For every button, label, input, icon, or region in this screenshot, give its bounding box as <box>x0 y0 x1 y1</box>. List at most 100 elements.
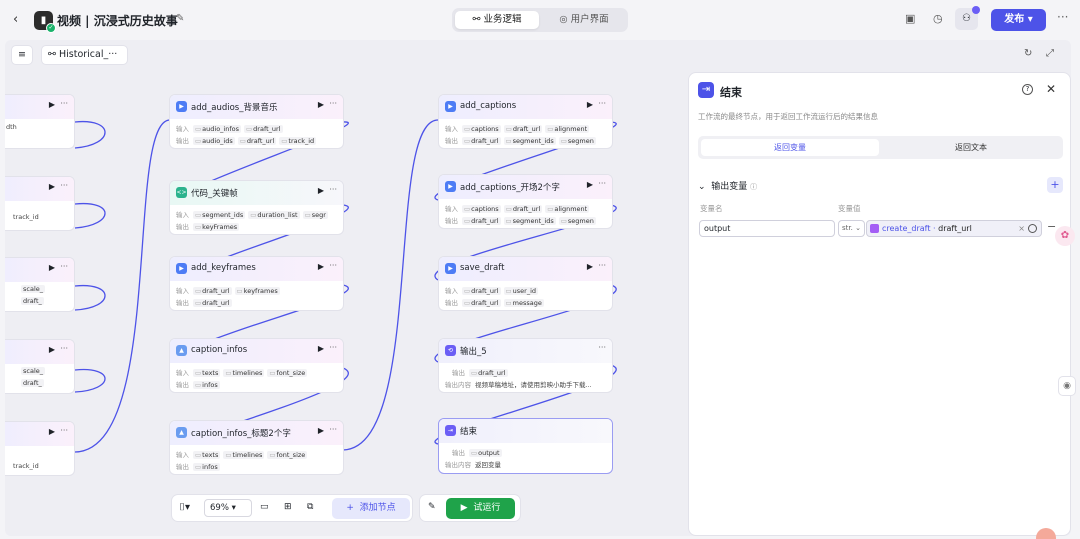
node-inputs: 输入▭texts▭timelines▭font_size <box>176 367 310 377</box>
run-icon[interactable]: ▶ <box>317 262 324 271</box>
tab-return-variable[interactable]: 返回变量 <box>701 139 879 156</box>
breadcrumb[interactable]: ⚯ Historical_··· <box>41 45 128 65</box>
node-add-captions[interactable]: ▶add_captions▶··· 输入▭captions▭draft_url▭… <box>438 94 613 149</box>
library-icon[interactable]: ▣ <box>905 12 916 25</box>
run-icon[interactable]: ▶ <box>48 427 55 436</box>
more-icon[interactable]: ··· <box>1057 10 1069 24</box>
more-icon[interactable]: ··· <box>598 179 606 188</box>
more-icon[interactable]: ··· <box>60 99 68 108</box>
publish-button[interactable]: 发布 ▾ <box>991 9 1046 31</box>
run-icon[interactable]: ▶ <box>48 182 55 191</box>
node-left-1[interactable]: ▶ ··· dth <box>5 94 75 149</box>
add-node-button[interactable]: + 添加节点 <box>332 498 410 519</box>
add-variable-button[interactable]: + <box>1047 177 1063 193</box>
more-icon[interactable]: ··· <box>598 343 606 352</box>
node-save-draft[interactable]: ▶save_draft▶··· 输入▭draft_url▭user_id 输出▭… <box>438 256 613 311</box>
variable-type-select[interactable]: str. ⌄ <box>838 220 865 237</box>
back-icon[interactable]: ‹ <box>13 12 19 27</box>
node-row: draft_ <box>21 297 47 305</box>
run-icon[interactable]: ▶ <box>48 263 55 272</box>
run-icon[interactable]: ▶ <box>48 100 55 109</box>
ref-node: create_draft <box>882 224 931 233</box>
node-row: dth <box>6 123 17 131</box>
node-header: ▶ ··· <box>5 177 74 201</box>
more-icon[interactable]: ··· <box>60 426 68 435</box>
node-add-audios[interactable]: ▶add_audios_背景音乐▶··· 输入▭audio_infos▭draf… <box>169 94 344 149</box>
node-left-4[interactable]: ▶··· scale_ draft_ <box>5 339 75 394</box>
more-icon[interactable]: ··· <box>329 261 337 270</box>
edit-icon[interactable]: ✎ <box>176 13 185 24</box>
zoom-select[interactable]: 69% ▾ <box>204 499 252 517</box>
output-label: 输出 <box>176 137 189 145</box>
node-left-2[interactable]: ▶··· track_id <box>5 176 75 231</box>
float-tool-icon[interactable]: ◉ <box>1058 376 1076 396</box>
run-icon[interactable]: ▶ <box>586 100 593 109</box>
param-chip: ▭draft_url <box>193 287 232 295</box>
sidebar-toggle-button[interactable]: ≡ <box>11 45 33 65</box>
param-chip: ▭keyframes <box>234 287 280 295</box>
debug-icon[interactable]: ✎ <box>428 502 436 512</box>
node-add-captions-opening[interactable]: ▶add_captions_开场2个字▶··· 输入▭captions▭draf… <box>438 174 613 229</box>
run-icon[interactable]: ▶ <box>586 180 593 189</box>
tab-return-text[interactable]: 返回文本 <box>955 143 987 152</box>
node-caption-infos-title[interactable]: ▲caption_infos_标题2个字▶··· 输入▭texts▭timeli… <box>169 420 344 475</box>
param: dth <box>6 123 17 131</box>
node-caption-infos[interactable]: ▲caption_infos▶··· 输入▭texts▭timelines▭fo… <box>169 338 344 393</box>
variable-name-input[interactable]: output <box>699 220 835 237</box>
param-chip: ▭user_id <box>503 287 539 295</box>
minimap-icon[interactable]: ⧉ <box>307 502 314 512</box>
node-end[interactable]: ⇥结束 输出▭output 输出内容返回变量 <box>438 418 613 474</box>
param-chip: ▭texts <box>193 451 221 459</box>
output-label: 输出 <box>452 449 465 457</box>
node-add-keyframes[interactable]: ▶add_keyframes▶··· 输入▭draft_url▭keyframe… <box>169 256 344 311</box>
close-icon[interactable]: ✕ <box>1046 82 1057 96</box>
layout-icon[interactable]: ⊞ <box>284 502 292 512</box>
more-icon[interactable]: ··· <box>329 99 337 108</box>
tab-user-interface[interactable]: ◎ 用户界面 <box>559 14 609 25</box>
more-icon[interactable]: ··· <box>60 181 68 190</box>
run-icon[interactable]: ▶ <box>317 344 324 353</box>
mouse-mode-icon[interactable]: ⌷▾ <box>179 502 191 513</box>
node-title: 输出_5 <box>460 347 487 357</box>
output-label: 输出 <box>445 137 458 145</box>
run-icon[interactable]: ▶ <box>317 186 324 195</box>
more-icon[interactable]: ··· <box>60 344 68 353</box>
param-chip: scale_ <box>21 367 45 375</box>
assistant-float-icon[interactable]: ✿ <box>1055 226 1075 246</box>
param-chip: ▭output <box>469 449 502 457</box>
test-run-button[interactable]: ▶ 试运行 <box>446 498 515 519</box>
more-icon[interactable]: ··· <box>329 425 337 434</box>
clear-icon[interactable]: × <box>1018 224 1025 233</box>
collaborators-button[interactable]: ⚇ <box>955 6 980 30</box>
run-icon[interactable]: ▶ <box>317 100 324 109</box>
tab-business-logic[interactable]: ⚯ 业务逻辑 <box>455 11 539 29</box>
more-icon[interactable]: ··· <box>329 343 337 352</box>
node-left-3[interactable]: ▶ ··· scale_ draft_ <box>5 257 75 312</box>
node-header: ▶ ··· <box>5 340 74 364</box>
remove-variable-icon[interactable]: − <box>1047 220 1057 233</box>
output-variables-section[interactable]: ⌄ 输出变量 ⓘ <box>698 182 758 192</box>
more-icon[interactable]: ··· <box>329 185 337 194</box>
node-left-5[interactable]: ▶··· track_id <box>5 421 75 476</box>
node-code-keyframes[interactable]: <>代码_关键帧▶··· 输入▭segment_ids▭duration_lis… <box>169 180 344 235</box>
settings-icon[interactable] <box>1028 224 1037 233</box>
run-icon[interactable]: ▶ <box>48 345 55 354</box>
node-output-5[interactable]: ⟲输出_5··· 输出▭draft_url 输出内容视频草稿地址，请使用剪映小助… <box>438 338 613 393</box>
run-icon[interactable]: ▶ <box>586 262 593 271</box>
run-icon[interactable]: ▶ <box>317 426 324 435</box>
comment-icon[interactable]: ▭ <box>260 502 269 512</box>
more-icon[interactable]: ··· <box>598 261 606 270</box>
param-chip: ▭draft_url <box>462 287 501 295</box>
param: infos <box>202 463 218 471</box>
help-icon[interactable]: ? <box>1022 84 1033 95</box>
refresh-icon[interactable]: ↻ <box>1024 48 1033 59</box>
more-icon[interactable]: ··· <box>60 262 68 271</box>
param-chip: scale_ <box>21 285 45 293</box>
node-outputs: 输出▭draft_url▭segment_ids▭segmen <box>445 135 599 145</box>
variable-value-reference[interactable]: create_draft · draft_url× <box>866 220 1042 237</box>
node-outputs: 输出▭infos <box>176 379 223 389</box>
history-icon[interactable]: ◷ <box>933 12 943 25</box>
more-icon[interactable]: ··· <box>598 99 606 108</box>
fullscreen-icon[interactable]: ⤢ <box>1046 48 1054 59</box>
avatar[interactable] <box>1036 528 1056 539</box>
